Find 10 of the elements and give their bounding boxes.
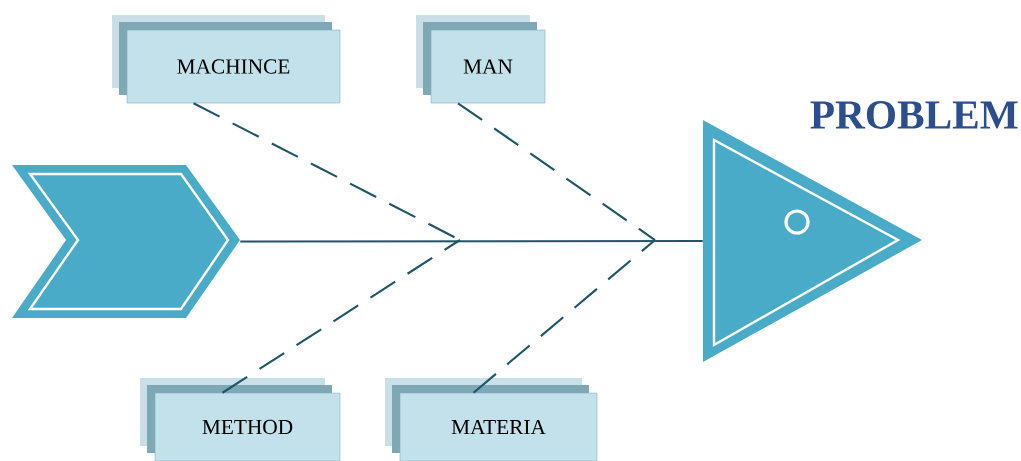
category-box: MAN [416, 15, 546, 104]
category-box: MACHINCE [112, 15, 341, 104]
dashed-line [472, 239, 656, 394]
category-box: MATERIA [385, 378, 598, 461]
spine-line [240, 239, 703, 243]
chevron-shape [12, 165, 240, 318]
dashed-line [221, 239, 461, 394]
dashed-line [457, 102, 656, 241]
category-box: METHOD [140, 378, 341, 461]
heading: PROBLEM [810, 101, 1018, 129]
